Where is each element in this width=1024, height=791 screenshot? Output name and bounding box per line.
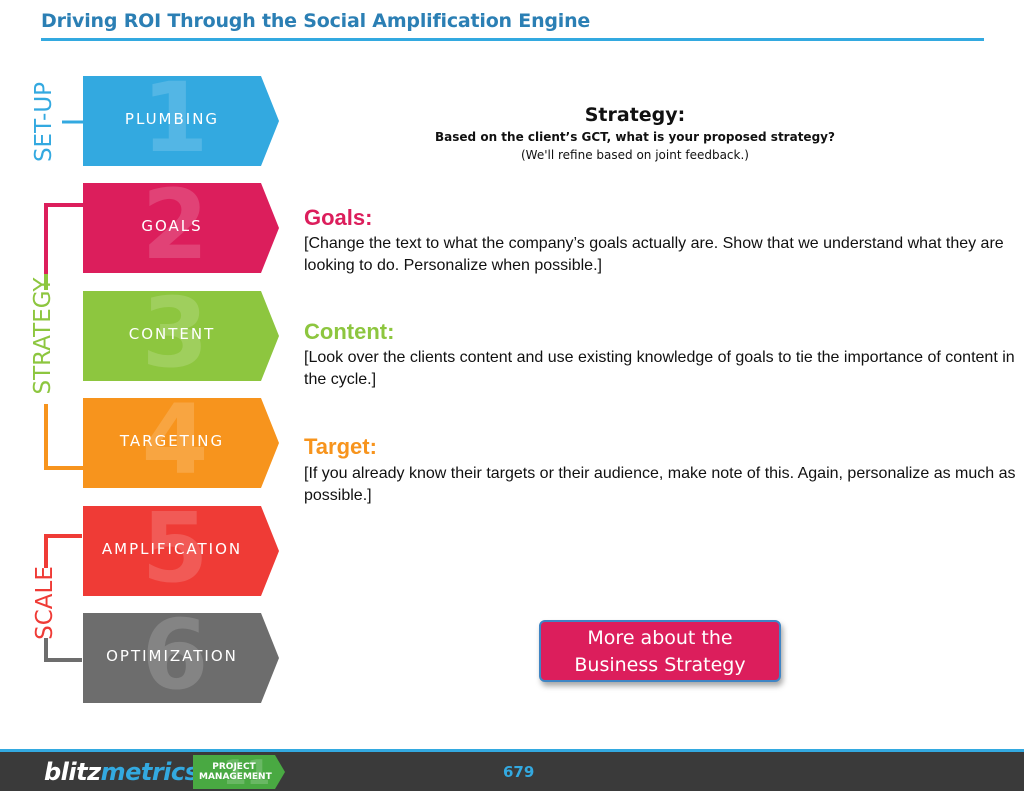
step-label: PLUMBING — [124, 110, 220, 128]
logo-part-1: blitz — [44, 758, 101, 786]
goals-body: [Change the text to what the company’s g… — [304, 235, 1004, 274]
step-number: 1 — [141, 62, 209, 174]
content-heading: Content: — [304, 319, 395, 344]
logo-part-2: metrics — [100, 758, 199, 786]
badge-line-1: PROJECT — [212, 762, 256, 772]
strategy-heading: Strategy: — [584, 104, 686, 126]
step-content[interactable]: 3 CONTENT — [83, 291, 279, 381]
step-number: 3 — [141, 277, 209, 389]
step-number: 5 — [141, 492, 209, 604]
step-label: GOALS — [141, 217, 203, 235]
goals-heading: Goals: — [304, 205, 373, 230]
phase-label-scale: SCALE — [32, 566, 58, 640]
step-targeting[interactable]: 4 TARGETING — [83, 398, 279, 488]
strategy-note: (We'll refine based on joint feedback.) — [521, 148, 749, 162]
title-divider — [41, 38, 984, 41]
strategy-question: Based on the client’s GCT, what is your … — [435, 130, 835, 144]
step-amplification[interactable]: 5 AMPLIFICATION — [83, 506, 279, 596]
page-title: Driving ROI Through the Social Amplifica… — [41, 10, 591, 32]
cta-line-2: Business Strategy — [574, 654, 746, 676]
step-number: 2 — [141, 169, 209, 281]
phase-label-strategy: STRATEGY — [30, 277, 56, 395]
target-body: [If you already know their targets or th… — [304, 465, 1016, 504]
step-optimization[interactable]: 6 OPTIMIZATION — [83, 613, 279, 703]
cta-line-1: More about the — [587, 627, 733, 649]
step-label: OPTIMIZATION — [106, 647, 238, 665]
badge-number: 11 — [223, 753, 271, 791]
project-management-badge: 11 PROJECT MANAGEMENT — [193, 755, 285, 789]
step-label: AMPLIFICATION — [101, 540, 243, 558]
more-about-business-strategy-button[interactable]: More about the Business Strategy — [539, 620, 781, 682]
blitzmetrics-logo: blitzmetrics — [44, 758, 199, 786]
page-number: 679 — [503, 763, 535, 781]
phase-label-setup: SET-UP — [31, 81, 57, 163]
step-goals[interactable]: 2 GOALS — [83, 183, 279, 273]
step-number: 6 — [141, 599, 209, 711]
badge-label: PROJECT MANAGEMENT — [199, 762, 272, 782]
scale-bracket — [44, 534, 82, 662]
badge-line-2: MANAGEMENT — [199, 772, 272, 782]
setup-bracket — [62, 120, 84, 124]
step-number: 4 — [141, 384, 209, 496]
step-label: TARGETING — [119, 432, 225, 450]
target-heading: Target: — [304, 434, 377, 459]
step-label: CONTENT — [128, 325, 216, 343]
step-plumbing[interactable]: 1 PLUMBING — [83, 76, 279, 166]
content-body: [Look over the clients content and use e… — [304, 349, 1015, 388]
strategy-bracket — [44, 203, 84, 470]
footer-bar: blitzmetrics 11 PROJECT MANAGEMENT 679 — [0, 749, 1024, 791]
